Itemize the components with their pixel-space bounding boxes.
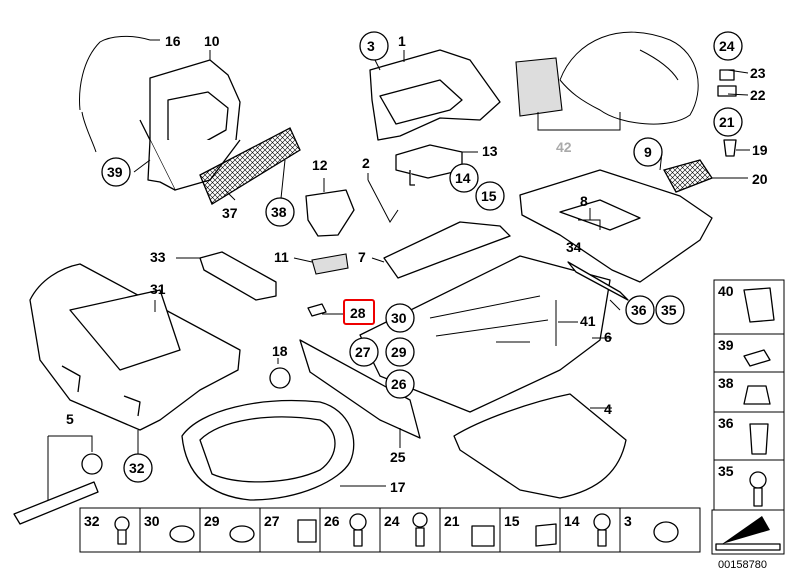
callout-39: 39 <box>107 164 123 180</box>
callout-15: 15 <box>481 188 497 204</box>
callout-2: 2 <box>362 155 370 171</box>
legend-26: 26 <box>324 513 340 529</box>
circled-labels: 3 24 21 9 39 38 14 15 30 36 35 27 29 26 … <box>101 31 743 483</box>
callout-21: 21 <box>719 114 735 130</box>
callout-13: 13 <box>482 143 498 159</box>
part-1-luggage-trim <box>369 49 501 141</box>
part-5-strap-clip <box>13 435 103 525</box>
part-4-floor-mat <box>453 393 627 499</box>
arrow-box <box>711 509 785 555</box>
legend-35: 35 <box>718 463 734 479</box>
part-18-knob <box>269 367 291 389</box>
legend-21: 21 <box>444 513 460 529</box>
plain-labels: 16 10 1 13 12 2 8 23 22 19 20 37 33 11 7… <box>66 33 768 495</box>
legend-24: 24 <box>384 513 400 529</box>
callout-35: 35 <box>661 302 677 318</box>
legend-32: 32 <box>84 513 100 529</box>
legend-36: 36 <box>718 415 734 431</box>
legend-bottom: 32 30 29 27 26 24 21 15 14 3 <box>79 507 701 553</box>
part-19-pin <box>723 139 737 157</box>
part-24-23-22-clip <box>717 69 737 97</box>
callout-18: 18 <box>272 343 288 359</box>
legend-27: 27 <box>264 513 280 529</box>
callout-26: 26 <box>391 376 407 392</box>
callout-34: 34 <box>566 239 582 255</box>
part-2-bracket <box>367 179 399 223</box>
callout-17: 17 <box>390 479 406 495</box>
callout-42: 42 <box>556 139 572 155</box>
grey-label-42: 42 <box>556 139 572 155</box>
callout-20: 20 <box>752 171 768 187</box>
part-41-tie-straps <box>429 295 549 343</box>
callout-5: 5 <box>66 411 74 427</box>
part-8-floor-panel <box>519 169 713 283</box>
part-11-pad <box>311 253 349 275</box>
callout-10: 10 <box>204 33 220 49</box>
callout-9: 9 <box>644 144 652 160</box>
part-42-bag-set <box>515 31 699 131</box>
callout-38: 38 <box>271 204 287 220</box>
part-7-trim-strip <box>383 221 511 279</box>
legend-3: 3 <box>624 513 632 529</box>
callout-23: 23 <box>750 65 766 81</box>
callout-1: 1 <box>398 33 406 49</box>
callout-22: 22 <box>750 87 766 103</box>
callout-16: 16 <box>165 33 181 49</box>
diagram-number: 00158780 <box>718 559 767 571</box>
part-37-cargo-net <box>199 127 301 205</box>
callout-8: 8 <box>580 193 588 209</box>
callout-36: 36 <box>631 302 647 318</box>
part-16-cable <box>79 35 151 153</box>
part-36-rail <box>567 261 629 301</box>
callout-7: 7 <box>358 249 366 265</box>
legend-right: 40 39 38 36 35 <box>713 279 785 511</box>
legend-14: 14 <box>564 513 580 529</box>
callout-41: 41 <box>580 313 596 329</box>
callout-37: 37 <box>222 205 238 221</box>
callout-19: 19 <box>752 142 768 158</box>
callout-33: 33 <box>150 249 166 265</box>
part-12-pocket <box>305 189 355 237</box>
legend-40: 40 <box>718 283 734 299</box>
part-33-block <box>199 251 277 301</box>
callout-30: 30 <box>391 310 407 326</box>
callout-12: 12 <box>312 157 328 173</box>
callout-31: 31 <box>150 281 166 297</box>
legend-38: 38 <box>718 375 734 391</box>
callout-24: 24 <box>719 38 735 54</box>
legend-15: 15 <box>504 513 520 529</box>
callout-25: 25 <box>390 449 406 465</box>
callout-11: 11 <box>274 249 289 265</box>
highlighted-callout-28[interactable]: 28 <box>343 299 375 325</box>
callout-3: 3 <box>367 38 375 54</box>
part-17-spare-wheel-tray <box>181 399 355 501</box>
callout-28: 28 <box>350 305 366 321</box>
part-28-pad <box>307 303 327 317</box>
callout-6: 6 <box>604 329 612 345</box>
callout-29: 29 <box>391 344 407 360</box>
callout-27: 27 <box>355 344 371 360</box>
callout-14: 14 <box>455 170 471 186</box>
legend-39: 39 <box>718 337 734 353</box>
part-10-side-trim <box>139 59 241 191</box>
part-20-vent-grille <box>663 159 713 193</box>
part-31-trunk-lid-trim <box>29 263 241 431</box>
callout-32: 32 <box>129 460 145 476</box>
legend-29: 29 <box>204 513 220 529</box>
callout-4: 4 <box>604 401 612 417</box>
legend-30: 30 <box>144 513 160 529</box>
